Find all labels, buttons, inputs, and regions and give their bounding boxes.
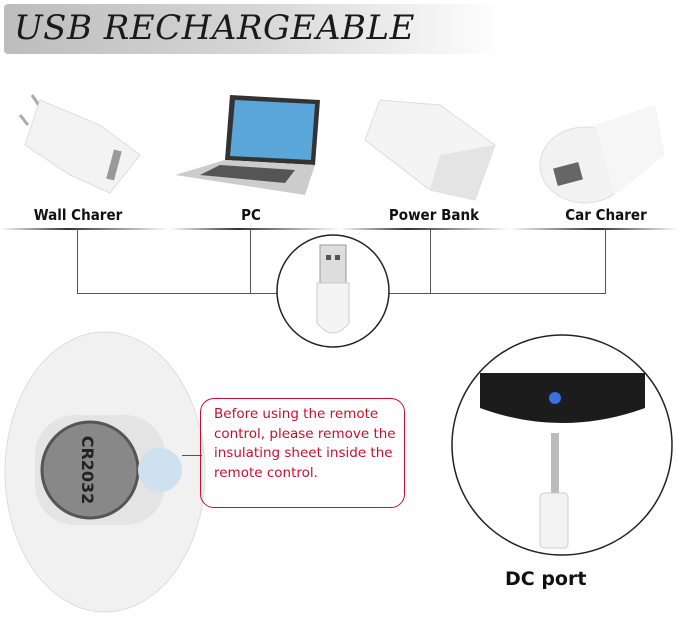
dc-port-label: DC port bbox=[505, 568, 587, 590]
wall-charger-icon bbox=[18, 94, 140, 194]
title-banner: USB RECHARGEABLE bbox=[4, 4, 504, 54]
connector bbox=[250, 229, 251, 293]
callout-pointer bbox=[182, 455, 202, 456]
laptop-icon bbox=[175, 95, 320, 195]
usb-plug-icon bbox=[276, 234, 390, 348]
source-label-powerbank: Power Bank bbox=[388, 206, 480, 224]
power-bank-icon bbox=[364, 99, 496, 201]
connector bbox=[430, 229, 431, 293]
source-label-car: Car Charer bbox=[565, 206, 647, 224]
connector bbox=[77, 229, 78, 293]
remote-control-image: CR2032 bbox=[4, 331, 206, 613]
source-label-wall: Wall Charer bbox=[33, 206, 123, 224]
battery-label: CR2032 bbox=[78, 436, 97, 505]
source-label-pc: PC bbox=[241, 206, 261, 224]
notice-text: Before using the remote control, please … bbox=[214, 406, 396, 481]
dc-port-image bbox=[451, 334, 673, 556]
title: USB RECHARGEABLE bbox=[14, 8, 415, 48]
notice-callout: Before using the remote control, please … bbox=[200, 398, 405, 508]
divider bbox=[0, 228, 679, 230]
car-charger-icon bbox=[539, 105, 665, 204]
connector bbox=[605, 229, 606, 293]
